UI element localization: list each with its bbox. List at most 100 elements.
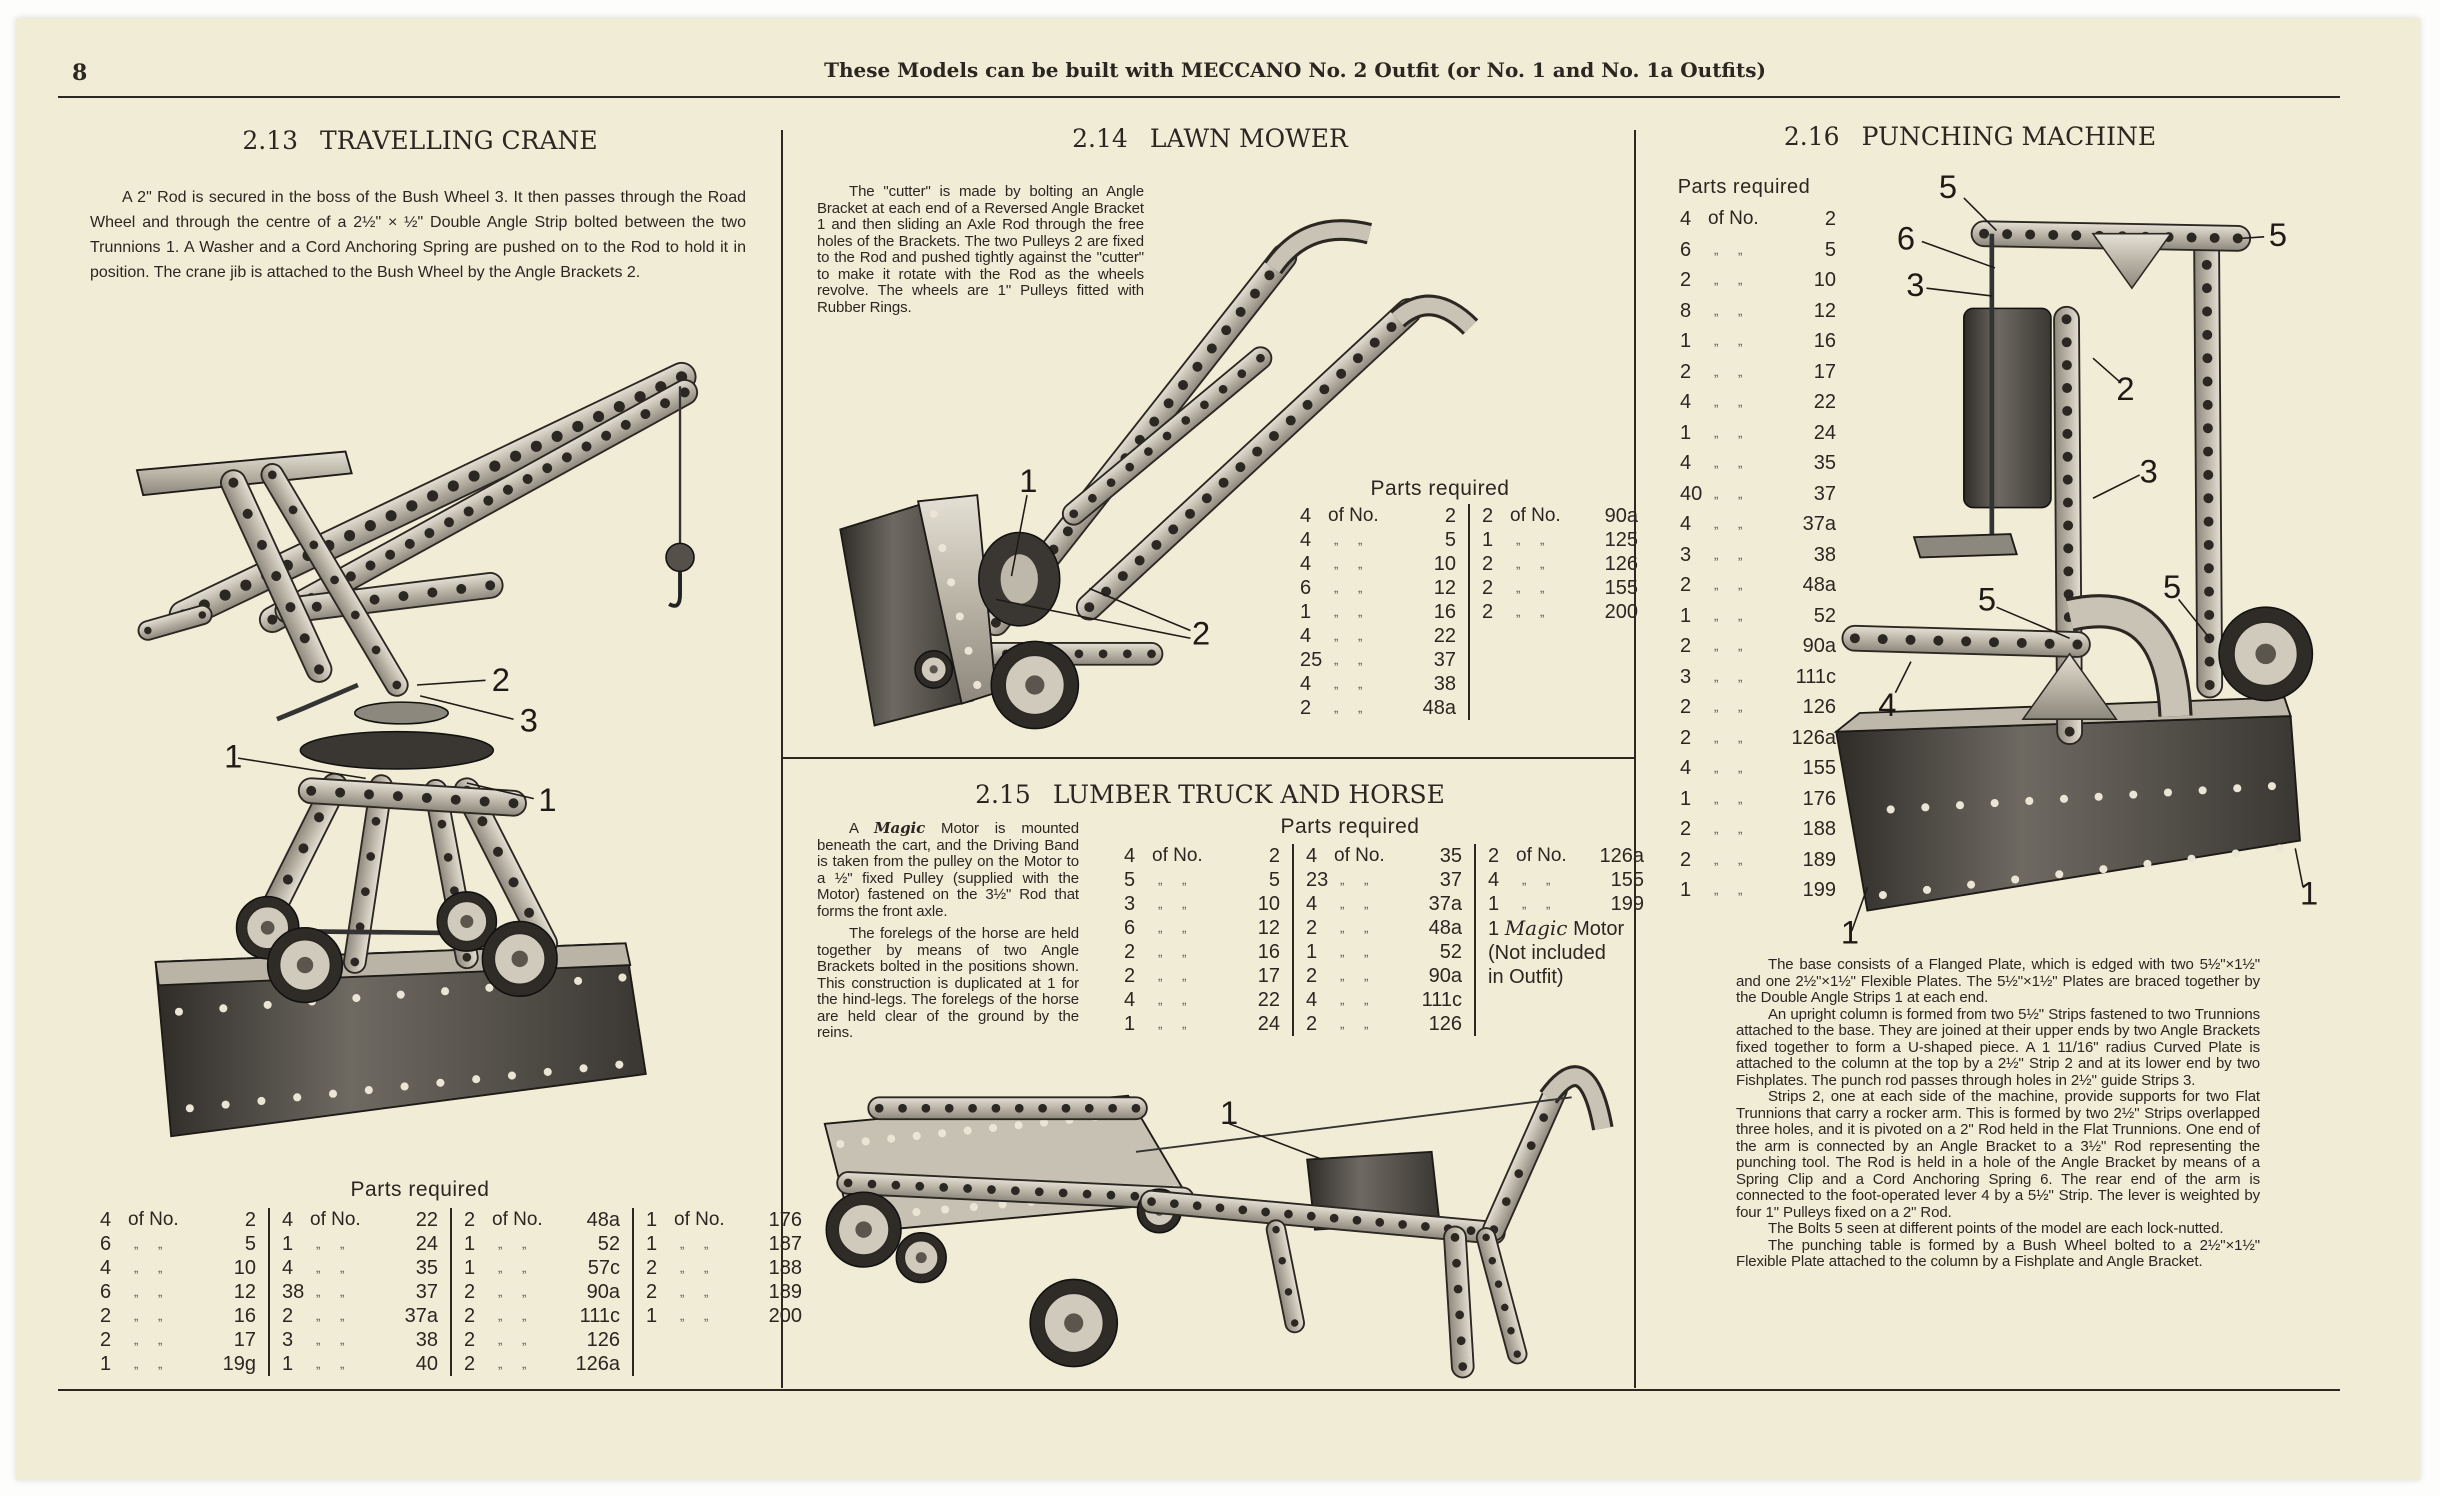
hole	[2011, 875, 2020, 884]
part-row: 4„ „37a	[1680, 509, 1836, 540]
ditto-marks: „ „	[1340, 896, 1377, 911]
part-row: 6„ „5	[1680, 235, 1836, 266]
hole	[314, 664, 324, 675]
part-number: 12	[233, 1281, 256, 1303]
ditto-marks: „ „	[1158, 968, 1195, 983]
hole	[1352, 353, 1363, 364]
of-no-label: of No.	[1510, 505, 1561, 526]
part-row: 2„ „10	[1680, 265, 1836, 296]
part-quantity: 1	[1680, 604, 1692, 627]
hole	[522, 473, 533, 484]
part-number: 52	[597, 1233, 620, 1255]
callout-labels: 2 3 1 1 1 2 1 5 6 3 5 2 3 5 5 4 1 1	[224, 168, 2318, 1131]
hole	[450, 886, 459, 896]
ditto-marks: „ „	[134, 1308, 171, 1323]
ditto-marks: „ „	[1516, 580, 1553, 595]
callouts	[237, 197, 2304, 1161]
part-quantity: 4	[100, 1209, 112, 1231]
hole	[1178, 380, 1189, 391]
part-quantity: 1	[1680, 421, 1692, 444]
hole	[2143, 859, 2152, 868]
hole	[912, 1131, 921, 1141]
part-quantity: 4	[1300, 505, 1312, 527]
hole	[1014, 1103, 1024, 1113]
part-number: 12	[1257, 917, 1280, 939]
ditto-marks: „ „	[316, 1332, 353, 1347]
hole	[551, 430, 563, 442]
hole	[1921, 803, 1930, 812]
strip	[1475, 1227, 1528, 1365]
ditto-marks: „ „	[1714, 455, 1751, 470]
hole	[219, 589, 231, 601]
ditto-marks: „ „	[1334, 652, 1371, 667]
part-quantity: 4	[1680, 757, 1692, 779]
part-row: 1„ „200	[646, 1304, 802, 1328]
punch-cylinder	[1963, 307, 2052, 509]
hole	[2202, 399, 2213, 410]
part-row: 2„ „126	[1482, 552, 1638, 576]
boss	[915, 1252, 927, 1264]
hole	[2201, 283, 2212, 294]
hole	[426, 490, 439, 502]
hole	[2062, 451, 2073, 462]
hole	[581, 441, 592, 452]
part-quantity: 2	[1300, 697, 1312, 719]
part-quantity: 4	[1300, 625, 1312, 647]
part-quantity: 8	[1680, 299, 1692, 322]
hole	[219, 1004, 228, 1013]
ditto-marks: „ „	[498, 1332, 535, 1347]
hole	[436, 1078, 445, 1087]
part-number: 10	[1813, 269, 1836, 291]
hole	[1181, 416, 1191, 425]
hole	[2099, 865, 2108, 874]
hole	[2094, 792, 2103, 801]
hole	[1369, 337, 1380, 348]
part-quantity: 2	[1306, 1013, 1318, 1035]
column-divider-left	[781, 130, 783, 1388]
part-number: 48a	[586, 1209, 620, 1231]
part-number: 199	[1802, 879, 1836, 901]
part-row: 4„ „10	[1300, 552, 1456, 576]
hole	[1278, 1257, 1286, 1265]
part-number: 200	[1604, 601, 1638, 623]
part-row: 1„ „52	[1680, 601, 1836, 632]
boss	[1064, 1313, 1084, 1333]
hole	[1221, 325, 1232, 336]
hole	[929, 509, 938, 518]
part-row: 2„ „37a	[282, 1304, 438, 1328]
part-row: 2„ „126a	[464, 1352, 620, 1376]
part-number: 37	[1433, 649, 1456, 671]
part-quantity: 2	[646, 1281, 658, 1303]
part-row: 1„ „40	[282, 1352, 438, 1376]
hole	[444, 517, 455, 528]
hole	[1452, 1258, 1461, 1268]
ditto-marks: „ „	[1714, 882, 1751, 897]
hole	[221, 1100, 230, 1109]
hole	[1456, 1336, 1466, 1346]
of-no-label: of No.	[492, 1209, 543, 1230]
part-row: 5„ „5	[1124, 868, 1280, 892]
hole	[240, 579, 252, 591]
hole	[660, 398, 671, 409]
hole	[1455, 1310, 1465, 1320]
hole	[1192, 361, 1203, 372]
strip-body	[274, 572, 504, 624]
part-number: 126	[1802, 696, 1836, 718]
hole	[314, 812, 324, 823]
part-number: 48a	[1422, 697, 1456, 719]
part-quantity: 4	[100, 1257, 112, 1279]
part-quantity: 40	[1680, 482, 1703, 505]
ditto-marks: „ „	[134, 1332, 171, 1347]
of-no-label: of No.	[1334, 845, 1385, 866]
part-row: 2„ „90a	[1306, 964, 1462, 988]
hole	[2025, 796, 2034, 806]
part-row: 1„ „19g	[100, 1352, 256, 1376]
strip-body	[2193, 228, 2224, 699]
note-line-2: (Not included	[1488, 942, 1606, 964]
hole	[938, 1129, 947, 1138]
part-number: 126	[1428, 1013, 1462, 1035]
part-number: 16	[1813, 330, 1836, 352]
model-name: LAWN MOWER	[1149, 124, 1348, 153]
callout-crane-3: 3	[520, 702, 538, 739]
